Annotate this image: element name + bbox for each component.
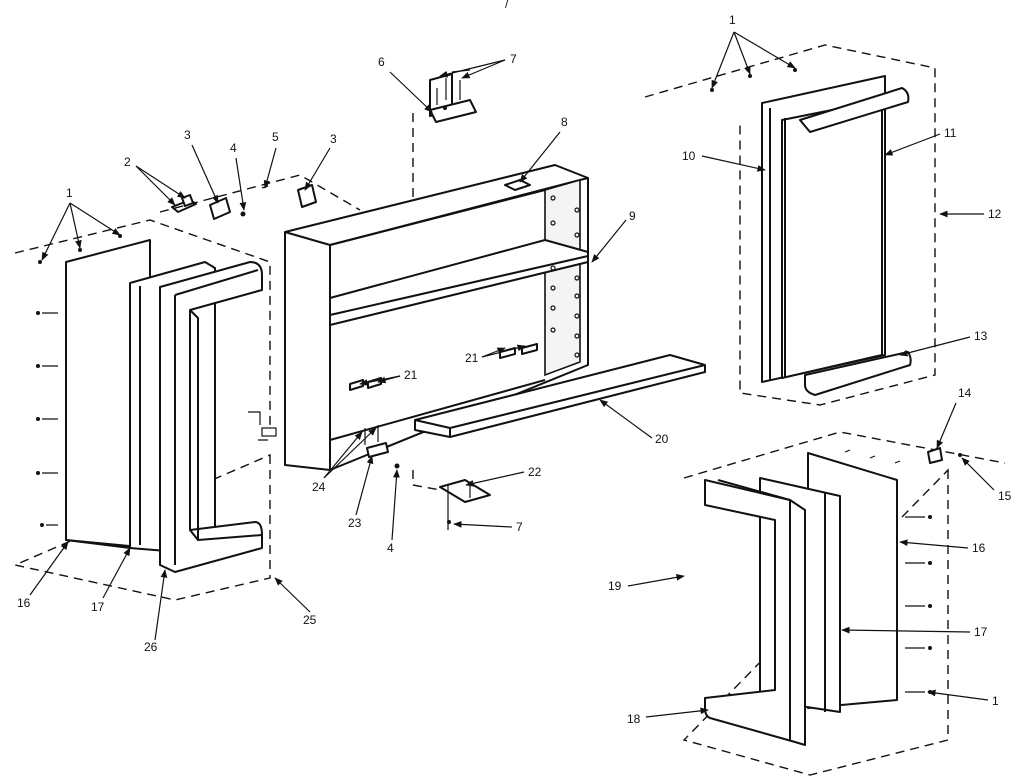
shelf-peg-holes bbox=[550, 195, 580, 358]
label-11: 11 bbox=[944, 126, 957, 140]
label-25: 25 bbox=[303, 613, 317, 627]
label-14: 14 bbox=[958, 386, 972, 400]
right-bottom-assembly bbox=[682, 431, 1006, 776]
right-top-front-panel bbox=[781, 99, 883, 379]
loose-shelf bbox=[414, 354, 706, 438]
label-24: 24 bbox=[312, 480, 326, 494]
left-end-assembly bbox=[12, 219, 277, 601]
label-4-top: 4 bbox=[230, 141, 237, 155]
label-21-left: 21 bbox=[404, 368, 418, 382]
label-9: 9 bbox=[629, 209, 636, 223]
label-6: 6 bbox=[378, 55, 385, 69]
label-22: 22 bbox=[528, 465, 542, 479]
label-8: 8 bbox=[561, 115, 568, 129]
hinge-hardware bbox=[159, 174, 361, 220]
top-rail bbox=[799, 87, 910, 133]
label-16-left: 16 bbox=[17, 596, 31, 610]
label-19: 19 bbox=[608, 579, 622, 593]
label-1-left: 1 bbox=[66, 186, 73, 200]
label-top-mark: / bbox=[505, 0, 509, 11]
label-10: 10 bbox=[682, 149, 696, 163]
label-3-right: 3 bbox=[330, 132, 337, 146]
label-26: 26 bbox=[144, 640, 158, 654]
label-1-topright: 1 bbox=[729, 13, 736, 27]
label-13: 13 bbox=[974, 329, 988, 343]
label-3-left: 3 bbox=[184, 128, 191, 142]
cabinet-body bbox=[284, 164, 589, 471]
label-23: 23 bbox=[348, 516, 362, 530]
label-21-right: 21 bbox=[465, 351, 479, 365]
label-18: 18 bbox=[627, 712, 641, 726]
label-17-right: 17 bbox=[974, 625, 988, 639]
left-screws bbox=[36, 234, 122, 527]
label-5: 5 bbox=[272, 130, 279, 144]
center-cabinet bbox=[284, 69, 589, 530]
label-20: 20 bbox=[655, 432, 669, 446]
label-1-bottomright: 1 bbox=[992, 694, 999, 708]
label-7-bottom: 7 bbox=[516, 520, 523, 534]
label-12: 12 bbox=[988, 207, 1002, 221]
label-7-top: 7 bbox=[510, 52, 517, 66]
left-front-frame bbox=[159, 261, 263, 573]
bottom-rail bbox=[804, 351, 912, 396]
label-2: 2 bbox=[124, 155, 131, 169]
right-bottom-screws bbox=[928, 515, 932, 694]
label-16-right: 16 bbox=[972, 541, 986, 555]
label-17-left: 17 bbox=[91, 600, 105, 614]
right-top-assembly bbox=[644, 44, 936, 406]
label-4-bottom: 4 bbox=[387, 541, 394, 555]
right-bottom-front-frame bbox=[704, 479, 806, 746]
label-15: 15 bbox=[998, 489, 1012, 503]
